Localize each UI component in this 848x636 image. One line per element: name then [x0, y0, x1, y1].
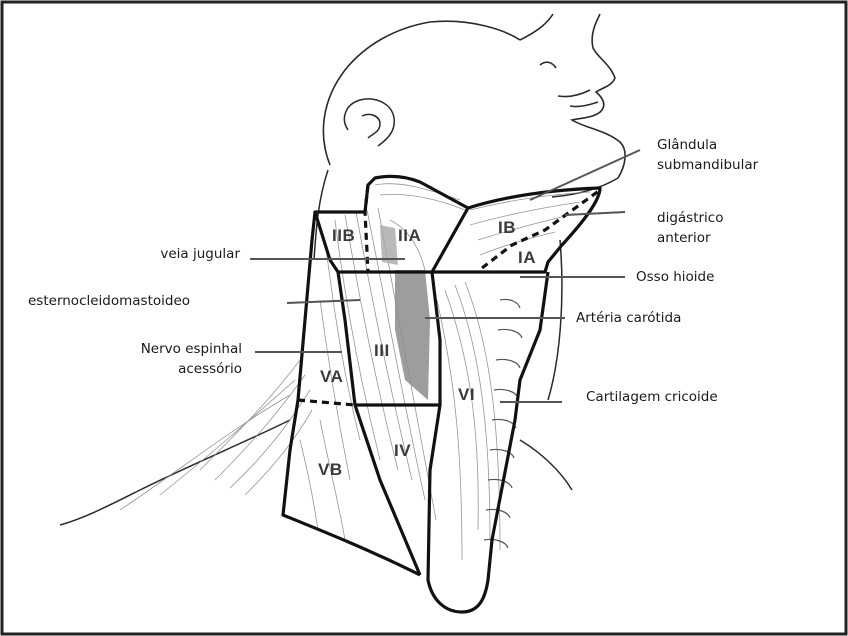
level-va-label: VA	[320, 367, 343, 386]
label-digastrico-line2: anterior	[657, 229, 711, 247]
label-nervo-line2: acessório	[90, 360, 242, 378]
level-iv-label: IV	[394, 441, 411, 460]
label-cartilagem-cricoide: Cartilagem cricoide	[586, 388, 718, 406]
label-glandula-line1: Glândula	[657, 136, 717, 154]
level-ib-label: IB	[498, 218, 516, 237]
level-iib-label: IIB	[332, 226, 355, 245]
label-digastrico-line1: digástrico	[657, 209, 723, 227]
label-esternocleidomastoideo: esternocleidomastoideo	[28, 292, 190, 310]
level-vb-label: VB	[318, 460, 343, 479]
label-nervo-line1: Nervo espinhal	[90, 340, 242, 358]
level-ia-label: IA	[518, 248, 536, 267]
level-iii-label: III	[374, 341, 390, 360]
level-iia-label: IIA	[398, 226, 421, 245]
label-osso-hioide: Osso hioide	[636, 268, 714, 286]
label-arteria-carotida: Artéria carótida	[576, 309, 681, 327]
level-vi-label: VI	[458, 385, 475, 404]
label-veia-jugular: veia jugular	[110, 245, 240, 263]
label-glandula-line2: submandibular	[657, 156, 758, 174]
